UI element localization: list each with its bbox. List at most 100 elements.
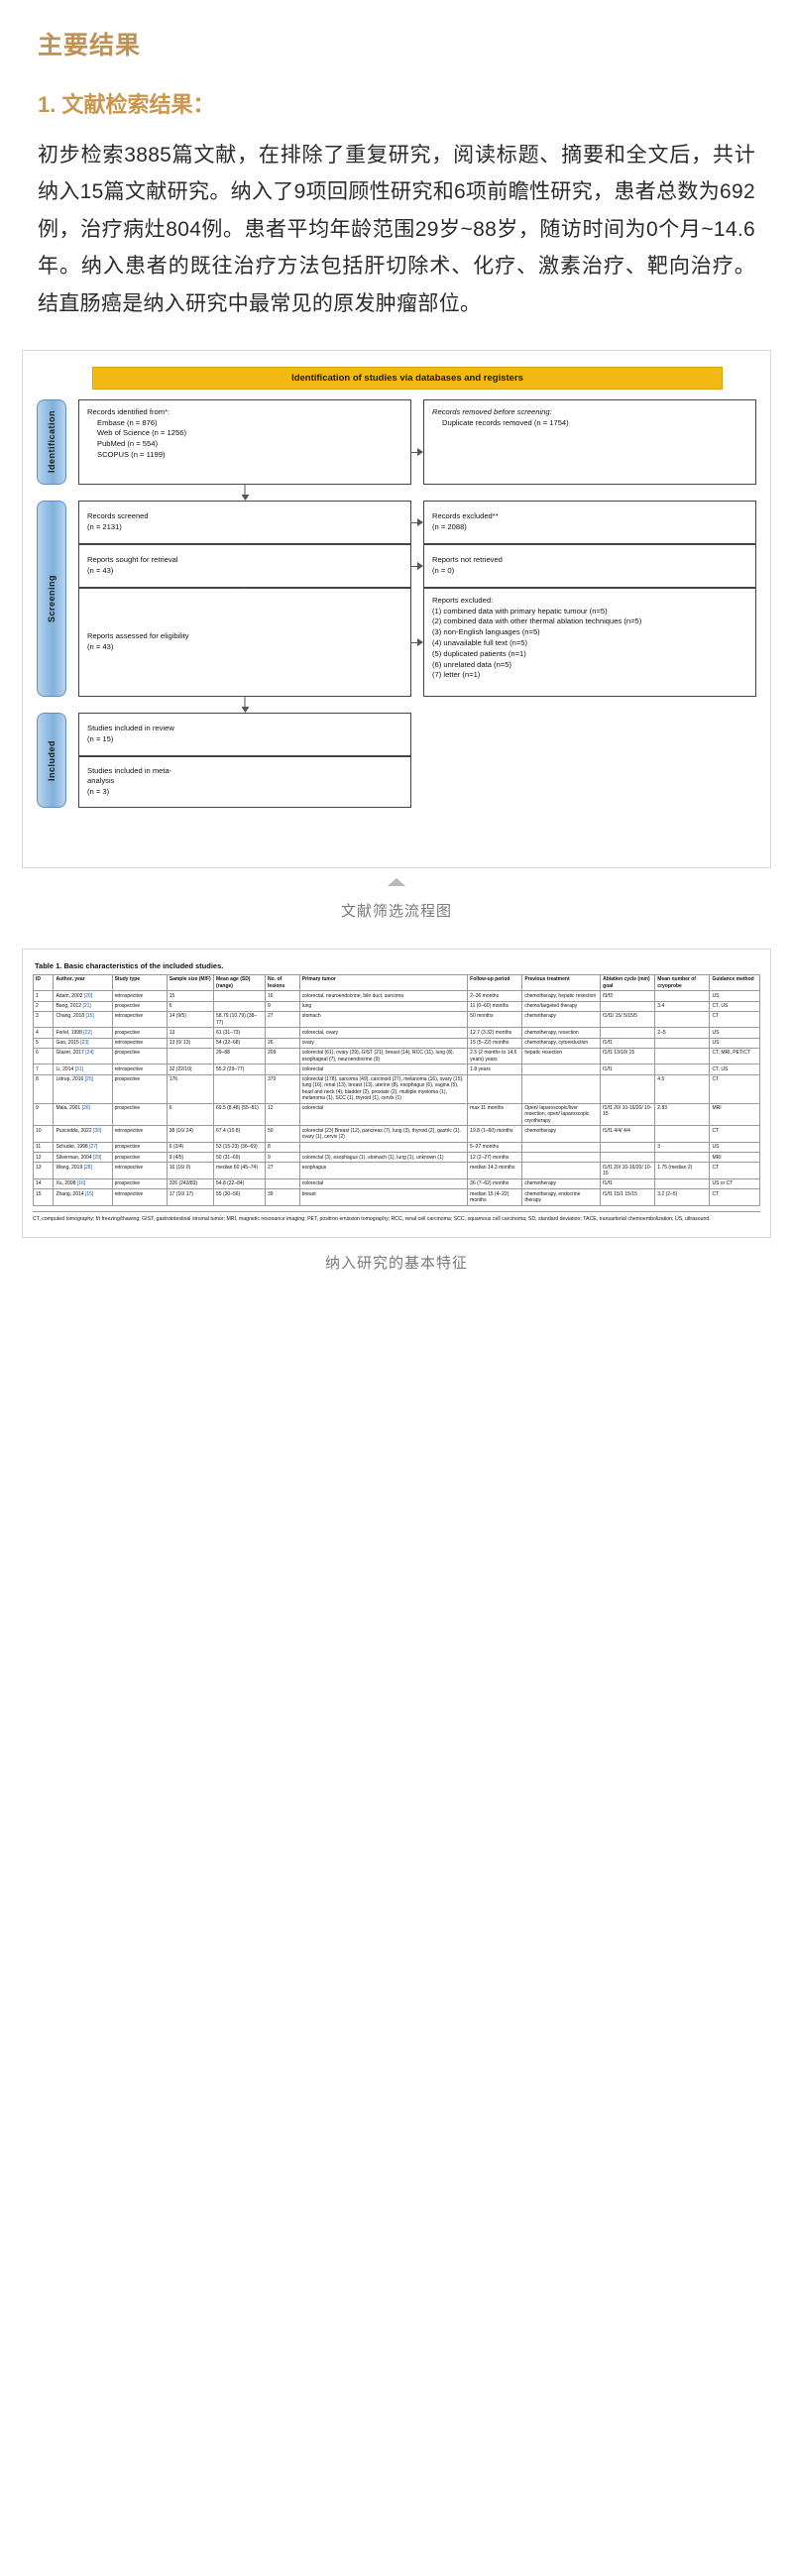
table-cell-8 (521, 1064, 602, 1075)
table-cell-6: ovary (298, 1037, 469, 1049)
table-cell-4: 69.5 (8.48) (55–81) (213, 1102, 267, 1127)
table-cell-7: 5–27 months (467, 1141, 523, 1154)
table-cell-4: 61 (31–73) (213, 1027, 267, 1039)
table-cell-2: prospective (111, 1152, 168, 1164)
reports-assessed-line2: (n = 43) (87, 641, 114, 651)
table-title: Table 1. Basic characteristics of the in… (35, 960, 224, 970)
reference-link[interactable]: [22] (83, 1029, 92, 1036)
table-cell-9 (600, 1027, 656, 1039)
box-records-removed: Records removed before screening: Duplic… (423, 398, 756, 485)
table-cell-10: 3.4 (654, 1000, 711, 1012)
table-cell-5: 39 (265, 1188, 300, 1206)
table-cell-7: 1.8 years (467, 1064, 523, 1075)
table-cell-11: CT (709, 1162, 760, 1179)
table-cell-6: colorectal (3), esophagus (1), stomach (… (298, 1152, 469, 1164)
reference-link[interactable]: [16] (76, 1180, 86, 1187)
table-cell-1: Chang, 2018 [15] (53, 1010, 113, 1029)
reports-sought-line1: Reports sought for retrieval (87, 555, 178, 565)
records-removed-item-0: Duplicate records removed (n = 1754) (442, 417, 569, 427)
table-cell-2: retrospective (111, 1162, 168, 1179)
reference-link[interactable]: [20] (83, 992, 93, 999)
table-cell-8: chemotherapy, cytoreduction (521, 1037, 602, 1049)
col-study-type: Study type (111, 973, 168, 992)
col-follow-up: Follow-up period (467, 973, 523, 992)
table-cell-10 (654, 1152, 711, 1164)
row-spacer-2 (37, 697, 756, 713)
box-reports-assessed: Reports assessed for eligibility (n = 43… (78, 587, 423, 713)
connector-identified-to-removed (410, 448, 423, 457)
table-cell-8: chemotherapy (521, 1010, 602, 1029)
table-cell-7: median 15 (4–22) months (467, 1188, 523, 1206)
table-cell-2: prospective (111, 1000, 168, 1012)
table-cell-3: 38 (16/ 24) (166, 1125, 215, 1143)
reports-excluded-item-6: (7) letter (n=1) (432, 670, 481, 680)
table-cell-11: CT, US (709, 1064, 760, 1075)
reference-link[interactable]: [30] (93, 1127, 102, 1134)
table-cell-10 (654, 1037, 711, 1049)
table-cell-10: 2–5 (654, 1027, 711, 1039)
table-cell-2: prospective (111, 1073, 168, 1104)
table-cell-11: CT, US (709, 1000, 760, 1012)
table-cell-10 (654, 1010, 711, 1029)
reference-link[interactable]: [15] (85, 1013, 94, 1020)
col-primary-tumor: Primary tumor (298, 973, 469, 992)
table-cell-7: 50 months (467, 1010, 523, 1029)
connector-sought-to-notretrieved (410, 562, 423, 571)
reference-link[interactable]: [27] (89, 1144, 98, 1151)
stage-label-included: Included (37, 712, 66, 808)
table-cell-0: 14 (32, 1177, 55, 1190)
table-cell-4 (213, 990, 267, 1002)
table-cell-2: prospective (111, 1102, 168, 1127)
table-cell-4: 58.79 (10.79) (38–77) (213, 1010, 267, 1029)
table-cell-1: Glazer, 2017 [24] (53, 1047, 113, 1065)
table-cell-4: 55 (30–56) (213, 1188, 267, 1206)
reference-link[interactable]: [29] (93, 1154, 102, 1161)
connector-assessed-to-excluded (410, 638, 423, 647)
col-id: ID (32, 973, 55, 992)
col-sample-size: Sample size (M/F) (166, 973, 215, 992)
studies-included-meta-line3: (n = 3) (87, 787, 110, 797)
records-identified-item-3: SCOPUS (n = 1199) (97, 450, 166, 459)
table-cell-5: 27 (265, 1010, 300, 1029)
table-cell-2: retrospective (111, 1064, 168, 1075)
table-cell-8: hepatic resection (521, 1047, 602, 1065)
table-cell-5: 27 (265, 1162, 300, 1179)
figure2-caption: 纳入研究的基本特征 (324, 1254, 468, 1272)
reference-link[interactable]: [24] (85, 1050, 94, 1057)
reference-link[interactable]: [15] (84, 1190, 94, 1197)
reference-link[interactable]: [31] (74, 1065, 83, 1072)
connector-assessed-down (241, 695, 249, 713)
collapse-caret-icon[interactable] (388, 877, 405, 886)
row-spacer-3 (37, 808, 756, 824)
table-cell-6 (298, 1141, 469, 1154)
reference-link[interactable]: [25] (84, 1076, 93, 1083)
prisma-figure-frame: Identification of studies via databases … (22, 349, 771, 868)
table-figure-frame: Table 1. Basic characteristics of the in… (22, 948, 771, 1238)
box-studies-included-review: Studies included in review (n = 15) (78, 712, 411, 772)
table-cell-11: CT (709, 1125, 760, 1143)
table-cell-6: colorectal (23) Breast (12), pancreas (7… (298, 1125, 469, 1143)
reference-link[interactable]: [21] (82, 1003, 91, 1010)
table-cell-9: f1/f1 13/10/ 15 (600, 1047, 656, 1065)
table-cell-5: 26 (265, 1037, 300, 1049)
box-records-screened: Records screened (n = 2131) (78, 500, 423, 560)
reference-link[interactable]: [26] (81, 1105, 90, 1112)
figure1-caption: 文献筛选流程图 (340, 902, 452, 920)
table-cell-8: chemo/targeted therapy (521, 1000, 602, 1012)
reference-link[interactable]: [23] (80, 1040, 89, 1047)
table-cell-9 (600, 1000, 656, 1012)
reports-excluded-item-5: (6) unrelated data (n=5) (432, 659, 511, 669)
characteristics-table: ID Author, year Study type Sample size (… (32, 973, 760, 1206)
table-cell-7: 15 (5–22) months (467, 1037, 523, 1049)
prisma-banner: Identification of studies via databases … (92, 366, 723, 390)
reference-link[interactable]: [28] (83, 1164, 92, 1171)
table-cell-4: 67.4 (10.8) (213, 1125, 267, 1143)
